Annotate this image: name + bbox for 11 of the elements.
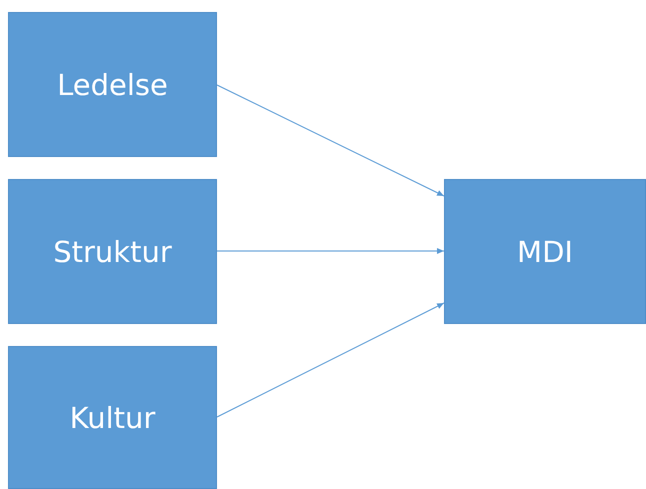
box-label: Struktur [53, 234, 172, 268]
process-box [8, 346, 217, 489]
arrow [216, 248, 444, 254]
box-label: Ledelse [57, 68, 168, 102]
process-box [8, 12, 217, 157]
process-box [8, 179, 217, 324]
box-label: Kultur [70, 400, 156, 434]
process-box [444, 179, 646, 324]
box-label: MDI [517, 234, 573, 268]
arrow [216, 84, 444, 196]
arrow [216, 302, 444, 418]
